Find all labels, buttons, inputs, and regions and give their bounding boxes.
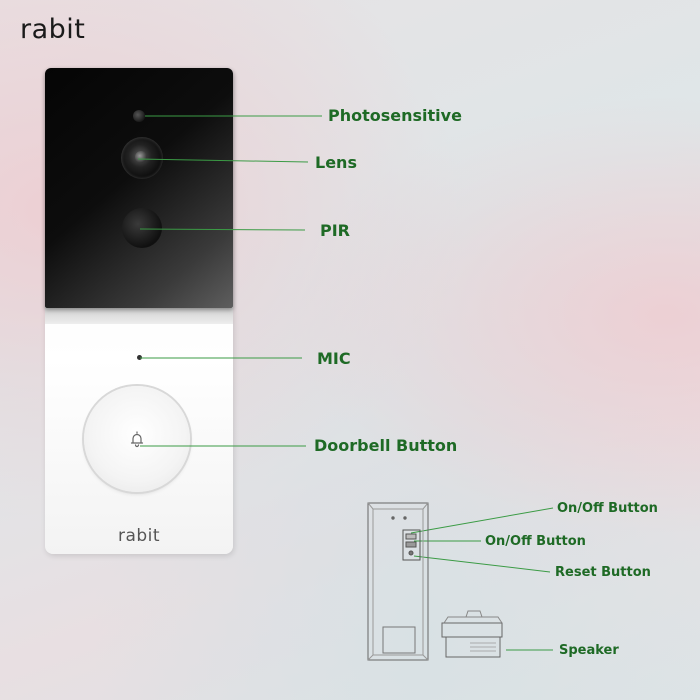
device-logo: rabit [117,526,161,546]
photosensitive-sensor [133,110,145,122]
back-schematic [367,502,503,661]
leader-onoff-1 [410,507,554,534]
back-battery-slot [382,626,416,654]
doorbell-device: rabit [45,68,233,554]
camera-lens [121,137,163,179]
label-lens: Lens [315,153,357,172]
leader-lens [137,158,309,163]
label-onoff-button-2: On/Off Button [485,534,586,549]
brand-logo: rabit [20,14,86,45]
mic-hole [137,355,142,360]
speaker-module [441,610,503,658]
leader-reset [413,555,551,573]
camera-glass-panel [45,68,233,308]
label-speaker: Speaker [559,643,619,658]
label-reset-button: Reset Button [555,565,651,580]
label-photosensitive: Photosensitive [328,106,462,125]
bell-icon [130,431,144,448]
doorbell-button[interactable] [84,386,190,492]
label-onoff-button-1: On/Off Button [557,501,658,516]
back-plate-outline [367,502,429,661]
label-mic: MIC [317,349,351,368]
panel-shadow [45,308,233,324]
leader-pir [139,228,306,231]
label-doorbell-button: Doorbell Button [314,436,458,455]
pir-sensor [122,208,162,248]
label-pir: PIR [320,221,350,240]
back-switch-panel [402,529,421,561]
